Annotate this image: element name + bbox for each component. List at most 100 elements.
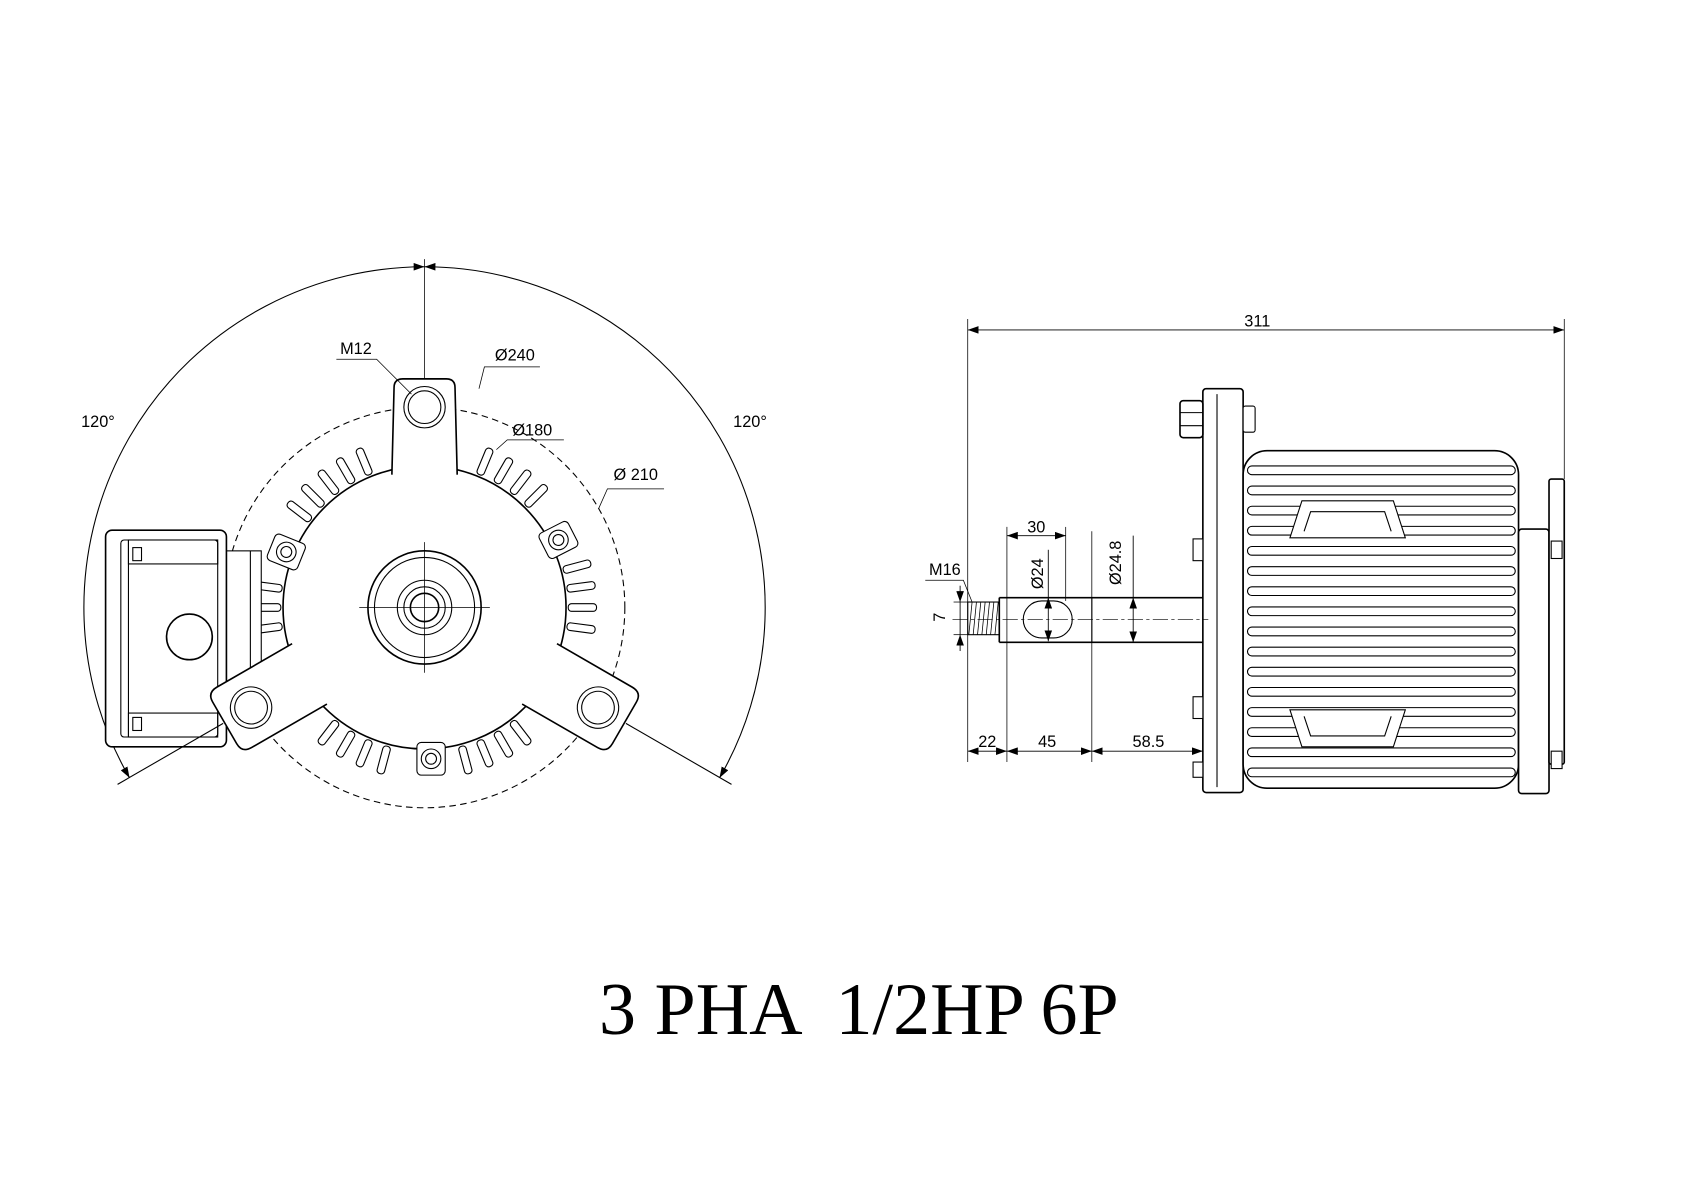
rear-bolt-upper [1550,540,1563,560]
cooling-fin [355,739,373,768]
thread-size-label: M16 [929,561,961,579]
motor-body [1179,387,1566,795]
lug-bolt-inner [581,690,615,725]
housing-fin [1246,606,1516,617]
cooling-fin [476,447,494,476]
terminal-box [104,529,262,748]
cooling-fin [317,719,340,746]
bolt-head [275,541,297,563]
housing-boss-bottom-inner [1303,716,1392,737]
lug-bolt-inner [407,390,442,425]
housing-fin [1246,465,1516,476]
small-bolt-bottom [416,741,446,776]
bolt-pad [416,741,446,776]
cooling-fin [376,745,391,775]
mounting-lug-bottom-right [521,643,640,751]
housing-fin [1246,525,1516,536]
cooling-fins [252,447,598,775]
cooling-fin [335,457,356,485]
front-flange [1202,387,1244,794]
lug-bolt-outer [403,385,446,429]
bolt-thread-leader [336,358,412,395]
dim-22-label: 22 [978,733,996,751]
lug-bolt-outer [576,686,620,729]
terminal-box-screw-bottom [132,716,143,732]
housing-fin [1246,767,1516,778]
keyway [1022,600,1073,639]
cooling-fin [509,719,532,746]
housing-fin [1246,646,1516,657]
lug-bolt-inner [234,690,268,725]
housing-fin [1246,666,1516,677]
dim-58-5-label: 58.5 [1133,733,1165,751]
bolt-head [420,748,442,770]
bolt-pad [266,533,306,571]
shaft-body [998,596,1203,644]
flange-bolt-upper [1192,538,1204,562]
angle-arc-left [83,262,425,779]
cooling-fin [355,447,373,476]
angle-leg-left [117,722,224,785]
shaft-hub [359,542,490,673]
flange-bolt-head [1179,399,1204,439]
bolt-head [548,529,569,551]
shaft [952,596,1209,644]
cooling-fin [567,603,598,612]
cooling-fin [317,469,340,496]
rear-end-shield [1517,528,1550,795]
terminal-box-screw-top [132,547,143,562]
drawing-title: 3 PHA 1/2HP 6P [599,969,1119,1051]
cable-gland-hole [165,613,214,661]
dim-45-label: 45 [1038,733,1056,751]
cooling-fin [493,457,514,485]
diameter-210-leader [598,488,665,509]
fan-cover [1548,478,1566,766]
cooling-fin [301,483,325,508]
bolt-pad [538,520,579,560]
bolt-hole [280,545,293,558]
terminal-box-lid-top [127,539,219,565]
housing-fin [1246,485,1516,496]
diameter-240-label: Ø240 [495,346,535,364]
angle-arc-right [424,262,766,779]
housing-boss-top-inner [1303,511,1392,532]
cooling-fin [476,739,494,768]
angle-leg-right [625,722,732,785]
flange-bolt-nut [1242,405,1256,433]
bolt-hole [425,752,438,765]
cooling-fin [566,581,596,593]
housing-fin [1246,686,1516,697]
terminal-box-lid-bottom [127,712,219,738]
housing-fin [1246,626,1516,637]
lug-outline [391,378,459,475]
cooling-fin [286,500,313,523]
housing-fin [1246,545,1516,556]
overall-length-label: 311 [1244,313,1270,331]
bolt-hole [552,533,565,546]
diameter-210-label: Ø 210 [613,466,657,484]
thread-size-leader [925,579,973,603]
bolt-thread-label: M12 [340,340,372,358]
housing-boss-bottom [1289,709,1407,748]
housing-fin [1246,505,1516,516]
mounting-lug-bottom-left [209,643,328,751]
housing-fins [1246,465,1516,778]
cooling-fin [335,730,356,758]
dia-24-8-label: Ø24.8 [1107,541,1125,585]
thread-length-label: 30 [1027,518,1045,536]
cooling-fin [566,622,596,634]
bolt-pitch-circle [223,406,626,809]
housing-boss-top [1289,500,1407,539]
flange-bolt-bottom [1192,761,1204,778]
flange-bolt-lower [1192,696,1204,720]
end-view: 120° 120° M12 Ø240 Ø180 Ø 210 [81,259,767,809]
dia-24-label: Ø24 [1029,558,1047,589]
small-bolt-left [266,533,306,571]
dim-7-label: 7 [931,613,949,622]
cooling-fin [524,483,549,508]
mounting-lug-top [391,378,459,475]
side-view: 311 [925,313,1566,795]
housing-fin [1246,566,1516,576]
thread-lines [968,601,999,635]
